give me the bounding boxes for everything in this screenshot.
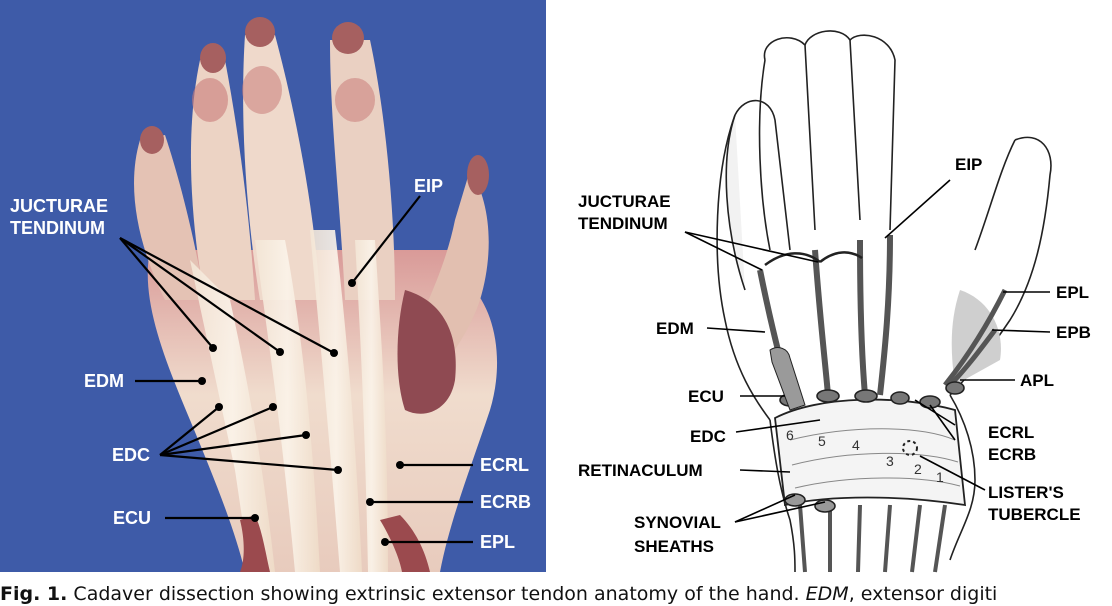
drawing-label-listers-2: TUBERCLE — [988, 505, 1081, 524]
photo-leader-dots — [198, 279, 404, 546]
drawing-label-epb: EPB — [1056, 323, 1091, 342]
cadaver-photo-panel: JUCTURAE TENDINUM EIP EDM EDC ECU ECRL E… — [0, 0, 546, 572]
photo-label-ecrl: ECRL — [480, 455, 529, 475]
drawing-label-juncturae-1: JUCTURAE — [578, 192, 671, 211]
photo-label-ecu: ECU — [113, 508, 151, 528]
drawing-label-synovial-1: SYNOVIAL — [634, 513, 721, 532]
drawing-label-juncturae-2: TENDINUM — [578, 214, 668, 233]
hand-line-drawing — [716, 30, 1052, 573]
anatomy-illustration-panel: EIP JUCTURAE TENDINUM EDM EPL EPB APL EC… — [546, 0, 1112, 573]
drawing-label-ecrl: ECRL — [988, 423, 1034, 442]
photo-label-edc: EDC — [112, 445, 150, 465]
compartment-5: 5 — [818, 433, 826, 449]
compartment-1: 1 — [936, 469, 944, 485]
caption-text: Cadaver dissection showing extrinsic ext… — [73, 583, 800, 605]
drawing-label-ecu: ECU — [688, 387, 724, 406]
drawing-label-synovial-2: SHEATHS — [634, 537, 714, 556]
drawing-leader-lines — [684, 179, 1051, 523]
compartment-4: 4 — [852, 437, 860, 453]
photo-label-juncturae-2: TENDINUM — [10, 218, 105, 238]
photo-label-epl: EPL — [480, 532, 515, 552]
photo-label-ecrb: ECRB — [480, 492, 531, 512]
drawing-label-apl: APL — [1020, 371, 1054, 390]
figure-number: Fig. 1. — [0, 583, 68, 605]
figure-caption: Fig. 1. Cadaver dissection showing extri… — [0, 583, 1112, 606]
compartment-6: 6 — [786, 427, 794, 443]
caption-abbreviation: EDM — [805, 583, 849, 605]
drawing-label-edm: EDM — [656, 319, 694, 338]
drawing-label-retinaculum: RETINACULUM — [578, 461, 703, 480]
compartment-2: 2 — [914, 461, 922, 477]
photo-leader-lines — [119, 195, 473, 544]
dissected-hand-photo — [134, 17, 498, 572]
photo-label-edm: EDM — [84, 371, 124, 391]
compartment-3: 3 — [886, 453, 894, 469]
drawing-label-listers-1: LISTER'S — [988, 483, 1064, 502]
photo-label-eip: EIP — [414, 176, 443, 196]
drawing-label-eip: EIP — [955, 155, 982, 174]
caption-abbreviation-definition: , extensor digiti — [848, 583, 998, 605]
photo-label-juncturae-1: JUCTURAE — [10, 196, 108, 216]
drawing-label-edc: EDC — [690, 427, 726, 446]
drawing-label-ecrb: ECRB — [988, 445, 1036, 464]
drawing-label-epl: EPL — [1056, 283, 1089, 302]
